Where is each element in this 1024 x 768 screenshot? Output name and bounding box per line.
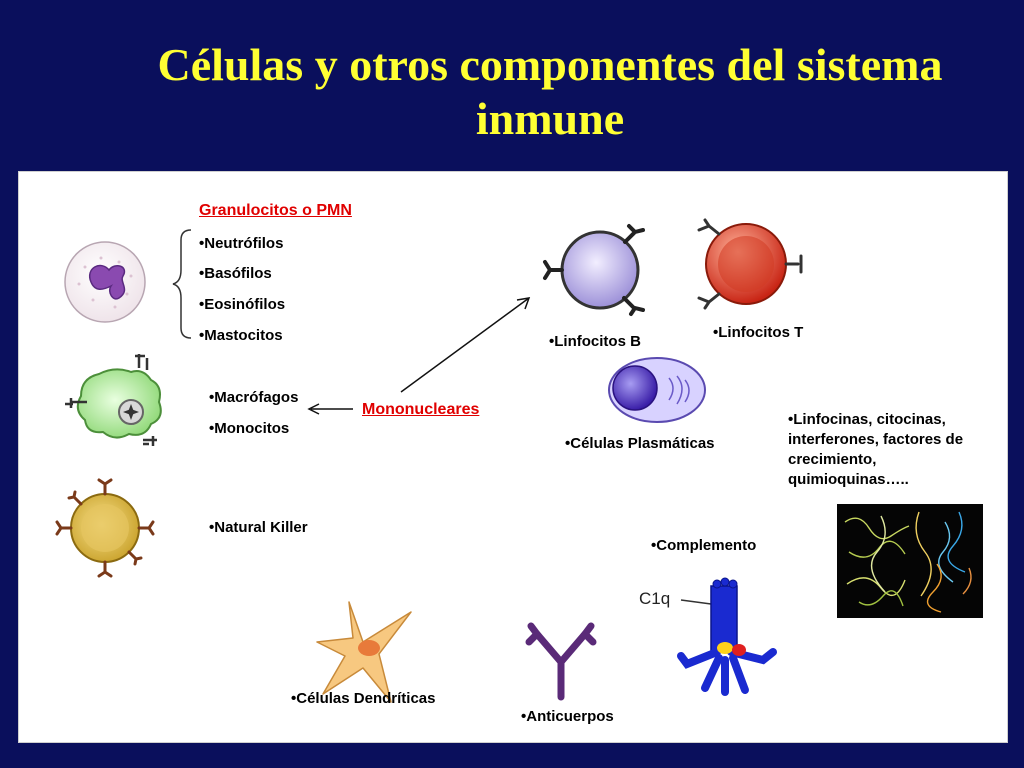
label-complemento: •Complemento bbox=[651, 537, 757, 554]
slide-title: Células y otros componentes del sistema … bbox=[157, 39, 943, 144]
diagram-artwork bbox=[55, 218, 983, 703]
linfocito-t-illustration bbox=[697, 218, 803, 310]
macrofago-illustration bbox=[65, 354, 162, 446]
list-item-basofilos: •Basófilos bbox=[199, 265, 272, 282]
natural-killer-illustration bbox=[55, 478, 155, 578]
label-natural-killer: •Natural Killer bbox=[209, 519, 308, 536]
list-item-monocitos: •Monocitos bbox=[209, 420, 290, 437]
granulocitos-brace bbox=[172, 229, 192, 339]
list-item-mastocitos: •Mastocitos bbox=[199, 327, 283, 344]
label-c1q: C1q bbox=[639, 589, 671, 608]
list-item-eosinofilos: •Eosinófilos bbox=[199, 296, 286, 313]
label-linfocitos-t: •Linfocitos T bbox=[713, 324, 804, 341]
label-anticuerpos: •Anticuerpos bbox=[521, 708, 614, 725]
celula-dendritica-illustration bbox=[316, 601, 412, 703]
mononucleares-arrows bbox=[307, 297, 531, 415]
label-celulas-dendriticas: •Células Dendríticas bbox=[291, 690, 436, 707]
anticuerpo-illustration bbox=[525, 622, 597, 701]
citocinas-structure-image bbox=[837, 504, 983, 618]
list-item-macrofagos: •Macrófagos bbox=[209, 389, 299, 406]
label-linfocitos-b: •Linfocitos B bbox=[549, 333, 641, 350]
granulocitos-heading: Granulocitos o PMN bbox=[199, 202, 352, 219]
linfocito-b-illustration bbox=[543, 224, 645, 316]
celula-plasmatica-illustration bbox=[608, 357, 706, 423]
label-celulas-plasmaticas: •Células Plasmáticas bbox=[565, 435, 715, 452]
mononucleares-heading: Mononucleares bbox=[362, 401, 480, 418]
list-item-neutrofilos: •Neutrófilos bbox=[199, 235, 284, 252]
diagram-panel: Granulocitos o PMN •Neutrófilos •Basófil… bbox=[18, 171, 1008, 743]
neutrofilo-illustration bbox=[64, 241, 146, 323]
label-linfocinas: •Linfocinas, citocinas, interferones, fa… bbox=[788, 411, 964, 488]
complemento-c1q-illustration bbox=[677, 577, 777, 696]
